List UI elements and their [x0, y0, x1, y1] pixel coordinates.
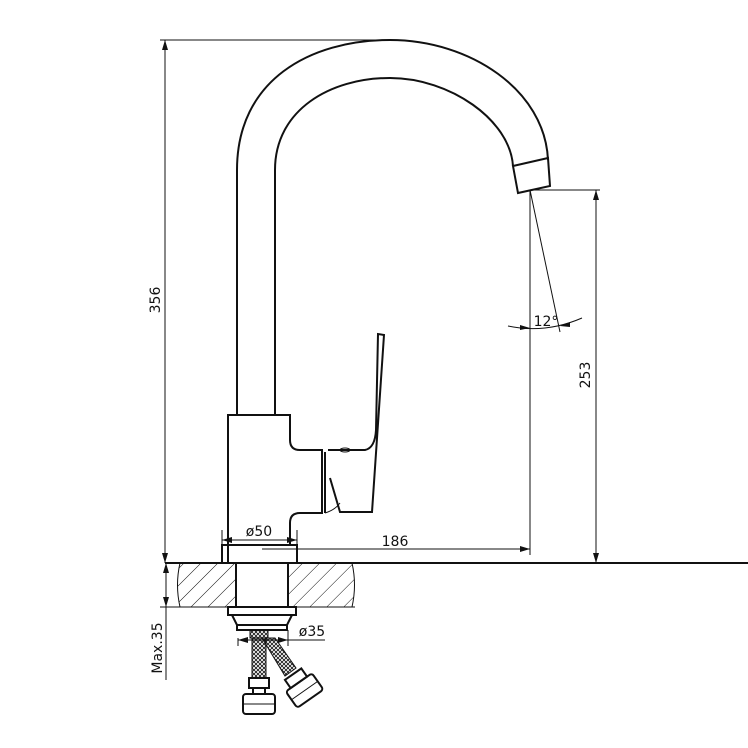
base-diameter-label: ø50 [246, 524, 272, 540]
dimension-lines [160, 39, 600, 680]
faucet-body [227, 414, 326, 563]
lever-handle [324, 332, 386, 514]
reach-186-label: 186 [382, 534, 409, 550]
countertop [165, 562, 748, 608]
mounting-hardware [227, 606, 297, 639]
base-flange [221, 544, 298, 564]
height-253-label: 253 [578, 362, 594, 389]
shank-diameter-label: ø35 [299, 624, 325, 640]
supply-hoses [242, 637, 324, 715]
max-thickness-label: Max.35 [150, 622, 166, 673]
spout-angle-label: 12° [534, 314, 559, 330]
shank [235, 562, 289, 608]
spout [236, 38, 552, 415]
spout-nozzle [511, 156, 552, 195]
height-356-label: 356 [148, 287, 164, 314]
